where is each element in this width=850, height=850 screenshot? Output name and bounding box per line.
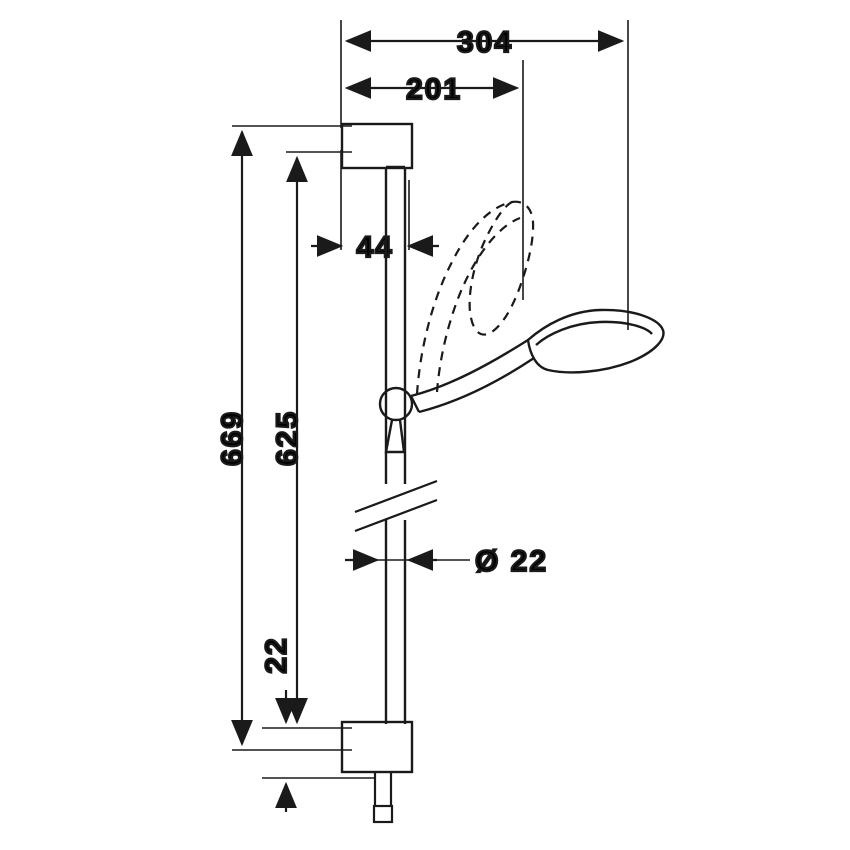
slider-holder-ring bbox=[378, 386, 414, 454]
top-wall-bracket bbox=[340, 122, 414, 170]
dimension-label-669: 669 bbox=[216, 410, 249, 466]
bottom-wall-bracket bbox=[340, 720, 414, 774]
slide-bar bbox=[384, 165, 407, 724]
dimension-label-44: 44 bbox=[356, 231, 393, 264]
hand-shower-alternate-position bbox=[415, 200, 535, 395]
dimension-label-22: 22 bbox=[260, 636, 293, 673]
bar-break-symbol bbox=[354, 479, 438, 533]
dimension-label-304: 304 bbox=[457, 26, 513, 59]
dimension-label-201: 201 bbox=[406, 73, 462, 106]
hose-outlet bbox=[372, 772, 394, 824]
hand-shower bbox=[409, 308, 665, 414]
dimension-label-625: 625 bbox=[271, 410, 304, 466]
dimension-label-diameter-22: Ø 22 bbox=[475, 545, 548, 578]
